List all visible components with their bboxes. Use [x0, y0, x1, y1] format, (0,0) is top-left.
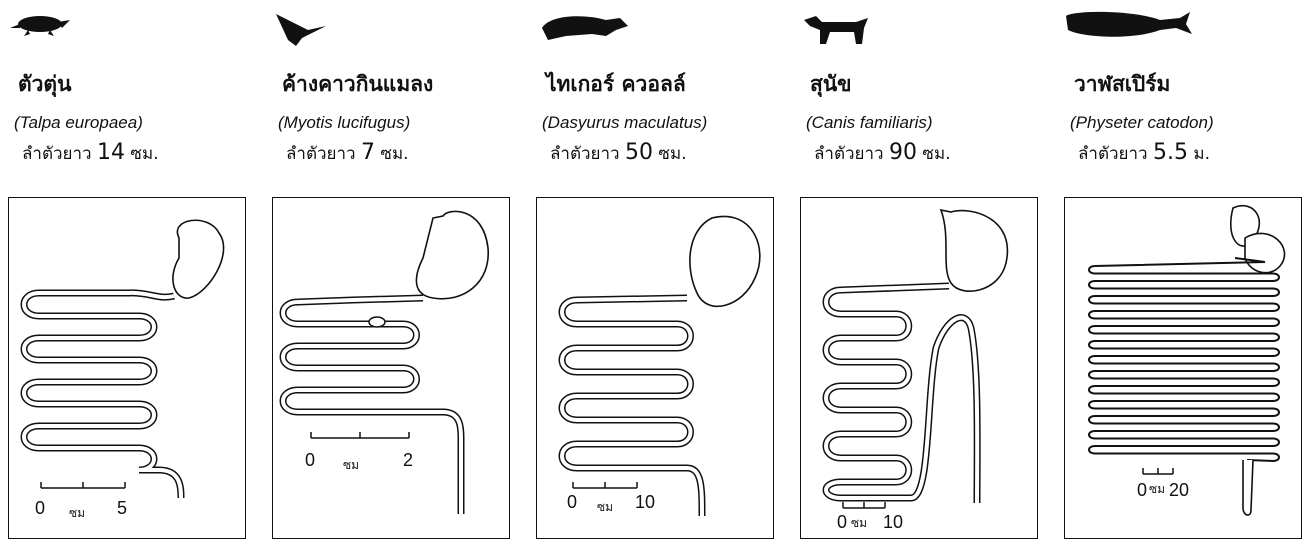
length-prefix: ลำตัวยาว: [22, 144, 92, 164]
bat-digestive-tract-drawing: [273, 198, 511, 540]
scale-unit: ซม: [1149, 480, 1165, 499]
animal-scientific-name: (Myotis lucifugus): [278, 113, 410, 133]
animal-scientific-name: (Talpa europaea): [14, 113, 143, 133]
length-prefix: ลำตัวยาว: [550, 144, 620, 164]
animal-body-length: ลำตัวยาว 14 ซม.: [22, 140, 159, 167]
length-unit: ซม.: [380, 144, 408, 164]
animal-scientific-name: (Canis familiaris): [806, 113, 933, 133]
digestive-tract-panel: 0 ซม 10: [800, 197, 1038, 539]
scale-end: 5: [117, 498, 127, 519]
animal-column-quoll: ไทเกอร์ ควอลล์ (Dasyurus maculatus) ลำตั…: [536, 0, 786, 545]
length-unit: ซม.: [922, 144, 950, 164]
digestive-tract-panel: 0 ซม 5: [8, 197, 246, 539]
length-value: 5.5: [1153, 140, 1188, 165]
mole-silhouette-icon: [8, 4, 78, 44]
length-unit: ซม.: [658, 144, 686, 164]
digestive-tract-panel: 0 ซม 2: [272, 197, 510, 539]
length-value: 14: [97, 140, 125, 165]
scale-end: 2: [403, 450, 413, 471]
whale-silhouette-icon: [1064, 4, 1204, 44]
animal-body-length: ลำตัวยาว 5.5 ม.: [1078, 140, 1210, 167]
dog-digestive-tract-drawing: [801, 198, 1039, 540]
whale-intestine-coils: [1089, 258, 1279, 461]
scale-unit: ซม: [343, 456, 359, 475]
digestive-tract-panel: 0 ซม 10: [536, 197, 774, 539]
animal-scientific-name: (Physeter catodon): [1070, 113, 1214, 133]
length-value: 7: [361, 140, 375, 165]
animal-body-length: ลำตัวยาว 90 ซม.: [814, 140, 951, 167]
scale-start: 0: [305, 450, 315, 471]
scale-start: 0: [1137, 480, 1147, 501]
scale-start: 0: [567, 492, 577, 513]
bat-silhouette-icon: [272, 4, 342, 54]
animal-column-mole: ตัวตุ่น (Talpa europaea) ลำตัวยาว 14 ซม.…: [8, 0, 258, 545]
scale-end: 20: [1169, 480, 1189, 501]
length-prefix: ลำตัวยาว: [1078, 144, 1148, 164]
length-unit: ม.: [1193, 144, 1210, 164]
animal-column-dog: สุนัข (Canis familiaris) ลำตัวยาว 90 ซม.…: [800, 0, 1050, 545]
animal-thai-name: ค้างคาวกินแมลง: [282, 68, 433, 101]
length-unit: ซม.: [130, 144, 158, 164]
length-value: 90: [889, 140, 917, 165]
length-value: 50: [625, 140, 653, 165]
digestive-tract-panel: 0 ซม 20: [1064, 197, 1302, 539]
animal-body-length: ลำตัวยาว 50 ซม.: [550, 140, 687, 167]
animal-thai-name: วาฬสเปิร์ม: [1074, 68, 1170, 101]
quoll-silhouette-icon: [536, 4, 636, 44]
animal-column-bat: ค้างคาวกินแมลง (Myotis lucifugus) ลำตัวย…: [272, 0, 522, 545]
scale-start: 0: [35, 498, 45, 519]
scale-unit: ซม: [597, 498, 613, 517]
animal-scientific-name: (Dasyurus maculatus): [542, 113, 707, 133]
animal-column-whale: วาฬสเปิร์ม (Physeter catodon) ลำตัวยาว 5…: [1064, 0, 1312, 545]
animal-thai-name: ตัวตุ่น: [18, 68, 71, 101]
animal-thai-name: สุนัข: [810, 68, 852, 101]
scale-unit: ซม: [851, 514, 867, 533]
animal-body-length: ลำตัวยาว 7 ซม.: [286, 140, 409, 167]
quoll-digestive-tract-drawing: [537, 198, 775, 540]
mole-digestive-tract-drawing: [9, 198, 247, 540]
length-prefix: ลำตัวยาว: [814, 144, 884, 164]
animal-thai-name: ไทเกอร์ ควอลล์: [546, 68, 686, 101]
scale-start: 0: [837, 512, 847, 533]
dog-silhouette-icon: [800, 4, 880, 54]
scale-end: 10: [635, 492, 655, 513]
scale-unit: ซม: [69, 504, 85, 523]
length-prefix: ลำตัวยาว: [286, 144, 356, 164]
scale-end: 10: [883, 512, 903, 533]
